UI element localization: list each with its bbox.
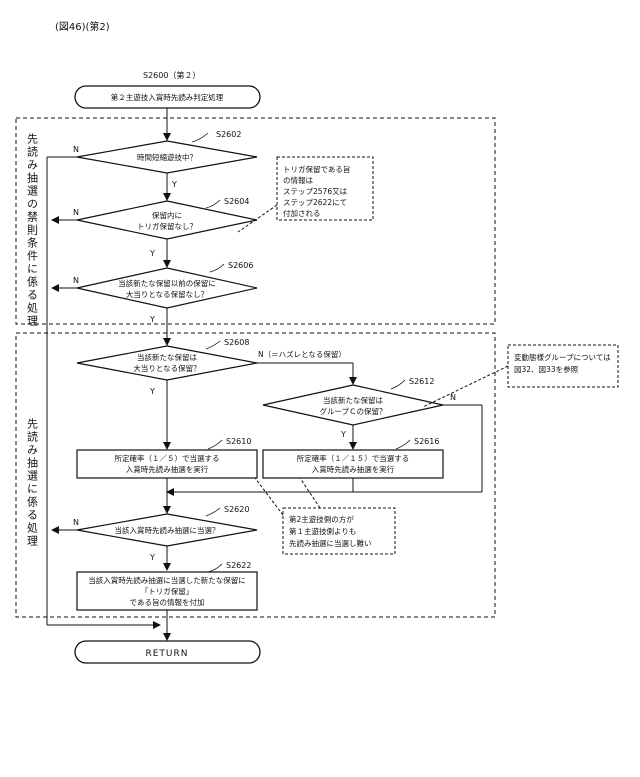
svg-text:図32、図33を参照: 図32、図33を参照: [514, 364, 579, 374]
figure-label: (図46)(第2): [55, 20, 110, 33]
decision-s2604-line1: 保留内に: [152, 210, 182, 220]
svg-text:第１主遊技側よりも: 第１主遊技側よりも: [289, 526, 356, 536]
decision-s2602-text: 時間短縮遊技中？: [137, 152, 197, 162]
yes-label: Y: [149, 315, 155, 324]
section-title-prohibition: 先読み抽選の禁則条件に係る処理: [26, 133, 39, 328]
process-s2610-line2: 入賞時先読み抽選を実行: [126, 464, 209, 474]
decision-s2606-line2: 大当りとなる保留なし？: [126, 289, 208, 299]
svg-text:トリガ保留である旨: トリガ保留である旨: [283, 164, 350, 174]
step-id-s2610: S2610: [226, 437, 251, 446]
decision-s2612: [263, 385, 443, 425]
no-label: N: [73, 145, 79, 154]
start-label: 第２主遊技入賞時先読み判定処理: [111, 92, 224, 102]
step-id-s2622: S2622: [226, 561, 251, 570]
process-s2622-line3: である旨の情報を付加: [130, 597, 205, 607]
yes-label: Y: [149, 553, 155, 562]
return-label: RETURN: [145, 649, 188, 659]
step-id-s2604: S2604: [224, 197, 249, 206]
decision-s2604: [77, 201, 257, 239]
step-id-s2606: S2606: [228, 261, 253, 270]
yes-label: Y: [149, 249, 155, 258]
no-label: N: [450, 393, 456, 402]
step-id-s2608: S2608: [224, 338, 249, 347]
svg-text:ステップ2576又は: ステップ2576又は: [283, 187, 348, 196]
decision-s2606: [77, 268, 257, 308]
svg-text:ステップ2622にて: ステップ2622にて: [283, 198, 347, 207]
step-id-s2620: S2620: [224, 505, 249, 514]
section-title-prefetch: 先読み抽選に係る処理: [26, 418, 39, 548]
decision-s2604-line2: トリガ保留なし？: [137, 221, 197, 231]
process-s2616-line1: 所定確率（１／１５）で当選する: [297, 453, 410, 463]
process-s2610-line1: 所定確率（１／５）で当選する: [115, 453, 220, 463]
step-id-s2616: S2616: [414, 437, 439, 446]
start-step-id: S2600（第２）: [143, 70, 200, 80]
svg-text:第2主遊技側の方が: 第2主遊技側の方が: [289, 514, 354, 524]
no-label: N: [73, 518, 79, 527]
process-s2622-line1: 当該入賞時先読み抽選に当選した新たな保留に: [88, 575, 246, 585]
process-s2622-line2: 「トリガ保留」: [141, 586, 194, 596]
step-id-s2612: S2612: [409, 377, 434, 386]
decision-s2608-line2: 大当りとなる保留？: [133, 363, 200, 373]
yes-label: Y: [149, 387, 155, 396]
decision-s2612-line1: 当該新たな保留は: [323, 395, 383, 405]
step-id-s2602: S2602: [216, 130, 241, 139]
no-label: N: [73, 208, 79, 217]
no-hazure-label: N（＝ハズレとなる保留）: [258, 349, 346, 359]
svg-text:の情報は: の情報は: [283, 175, 313, 185]
decision-s2612-line2: グループＣの保留？: [319, 406, 386, 416]
no-label: N: [73, 276, 79, 285]
decision-s2606-line1: 当該新たな保留以前の保留に: [118, 278, 216, 288]
yes-label: Y: [171, 180, 177, 189]
svg-text:先読み抽選に当選し難い: 先読み抽選に当選し難い: [289, 538, 372, 548]
yes-label: Y: [340, 430, 346, 439]
svg-text:付加される: 付加される: [283, 208, 321, 218]
decision-s2608: [77, 346, 257, 380]
process-s2616-line2: 入賞時先読み抽選を実行: [312, 464, 395, 474]
decision-s2620-text: 当該入賞時先読み抽選に当選？: [115, 525, 220, 535]
decision-s2608-line1: 当該新たな保留は: [137, 352, 197, 362]
svg-text:変動態様グループについては: 変動態様グループについては: [514, 352, 611, 362]
